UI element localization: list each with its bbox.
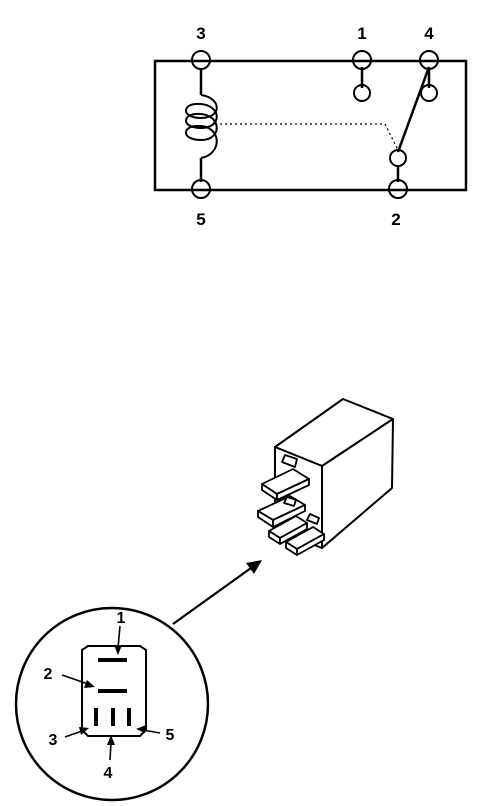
terminal-1-label: 1 [357,24,366,43]
pin-1-label: 1 [117,610,126,627]
contact-no [420,84,438,102]
relay-blade-terminals [257,454,325,556]
terminal-5 [191,179,211,199]
pin-5-label: 5 [166,727,175,744]
pin-leaders [61,625,161,761]
pin-2-label: 2 [44,666,53,683]
pin-3-blade [94,708,98,726]
detail-arrow [172,560,262,625]
terminal-4-label: 4 [424,24,434,43]
relay-schematic: 3 1 4 5 2 [153,24,468,229]
relay-side-face [321,418,394,549]
relay-body-illustration [257,398,394,556]
coil-symbol [185,70,218,182]
terminal-2 [388,179,408,199]
contact-nc [353,84,371,102]
terminal-3 [191,50,211,70]
contact-arm [389,149,407,167]
pin-5-blade [127,708,131,726]
pin-3-label: 3 [49,732,58,749]
pin-4-label: 4 [104,765,113,782]
pin-4-blade [111,708,115,726]
terminal-2-label: 2 [391,210,400,229]
detail-circle [14,606,210,802]
terminal-1 [352,50,372,70]
pin-2-blade [98,689,127,693]
switch-contacts [353,66,438,182]
connector-detail-view: 1 2 3 4 5 [14,606,210,802]
terminal-3-label: 3 [196,24,205,43]
terminal-5-label: 5 [196,210,205,229]
pin-1-blade [98,658,127,662]
terminal-4 [419,50,439,70]
schematic-box [153,59,468,192]
